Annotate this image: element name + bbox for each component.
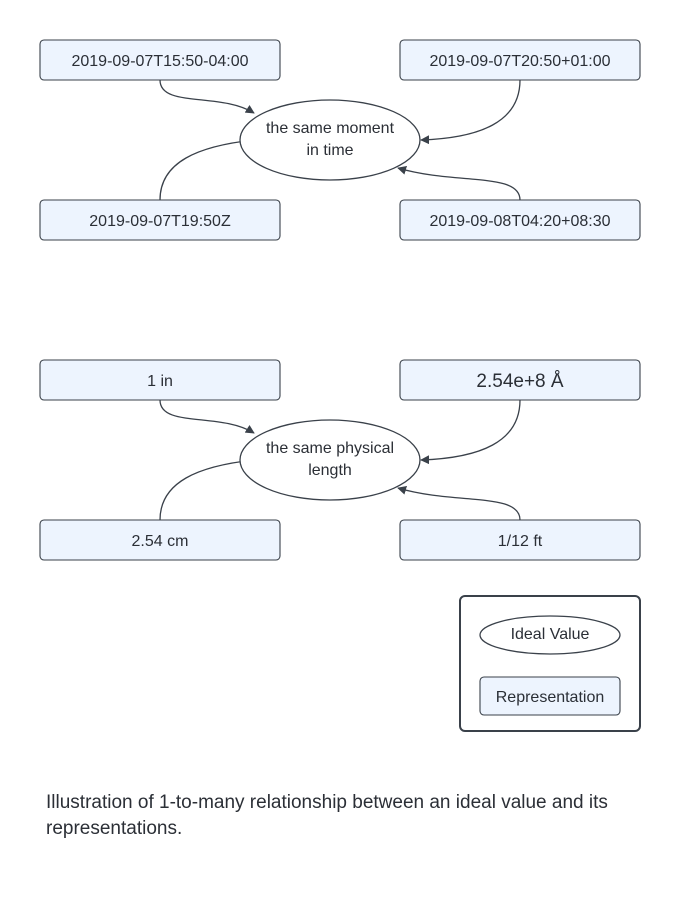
representation-box — [39, 39, 281, 81]
representation-label: 1/12 ft — [498, 533, 543, 550]
edge-time-top-left — [159, 79, 255, 114]
representation-label: 2019-09-07T15:50-04:00 — [71, 53, 248, 70]
ideal-moment-line2: in time — [306, 142, 353, 159]
legend-ideal-ellipse — [479, 615, 621, 655]
representation-label: 2019-09-07T20:50+01:00 — [429, 53, 610, 70]
ideal-value-moment-in-time — [239, 99, 421, 181]
representation-label: 2.54e+8 Å — [476, 371, 563, 392]
edge-length-bottom-right — [397, 485, 521, 521]
legend-ideal-label: Ideal Value — [511, 626, 590, 643]
ideal-value-physical-length — [239, 419, 421, 501]
edge-length-bottom-left — [159, 456, 255, 521]
representation-box — [39, 199, 281, 241]
edge-time-bottom-right — [397, 165, 521, 201]
ideal-length-line1: the same physical — [266, 440, 394, 457]
representation-box — [399, 359, 641, 401]
representation-box — [399, 519, 641, 561]
length-diagram: the same physical length 1 in 2.54e+8 Å … — [39, 359, 641, 561]
legend-representation-label: Representation — [496, 689, 605, 706]
representation-label: 1 in — [147, 373, 173, 390]
ideal-length-line2: length — [308, 462, 352, 479]
legend-representation-box — [479, 676, 621, 716]
edge-time-top-right — [420, 79, 521, 145]
representation-box — [399, 39, 641, 81]
edge-length-top-right — [420, 399, 521, 465]
representation-box — [39, 519, 281, 561]
figure-caption: Illustration of 1-to-many relationship b… — [46, 792, 608, 839]
legend: Ideal Value Representation — [459, 595, 641, 732]
representation-label: 2019-09-07T19:50Z — [89, 213, 231, 230]
representation-box — [399, 199, 641, 241]
representation-box — [39, 359, 281, 401]
representation-label: 2.54 cm — [132, 533, 189, 550]
edge-length-top-left — [159, 399, 255, 434]
edge-time-bottom-left — [159, 136, 255, 201]
ideal-moment-line1: the same moment — [266, 120, 395, 137]
representation-label: 2019-09-08T04:20+08:30 — [429, 213, 610, 230]
time-diagram: the same moment in time 2019-09-07T15:50… — [39, 39, 641, 241]
